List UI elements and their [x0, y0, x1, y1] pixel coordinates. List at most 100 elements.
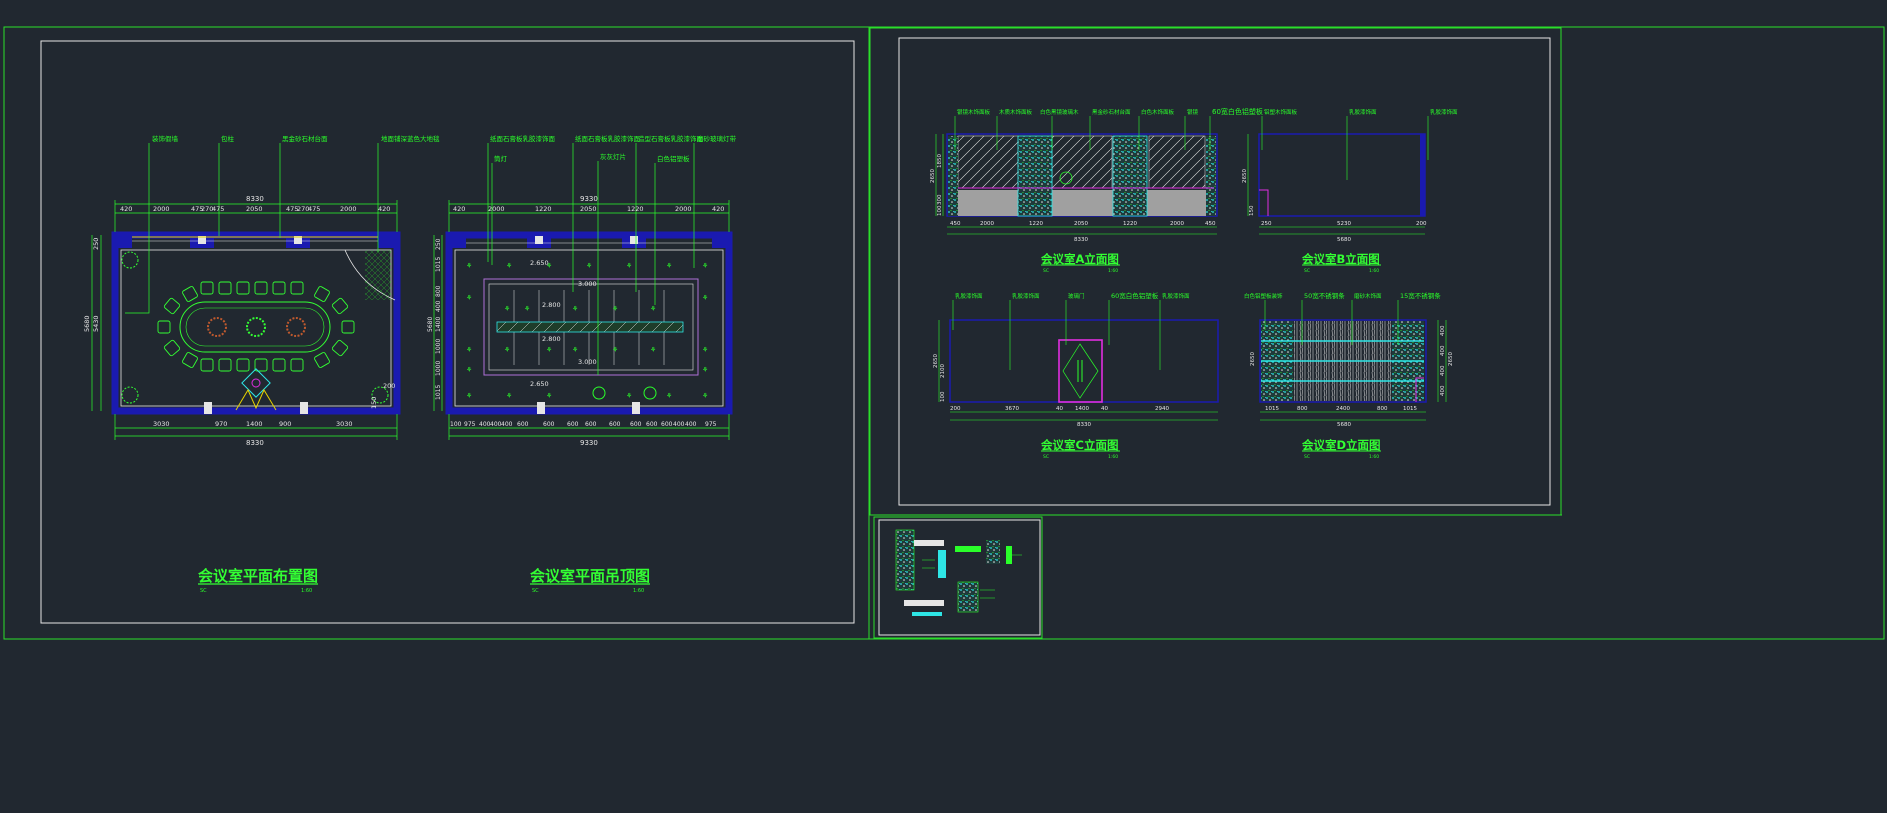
elev-a-stone [1206, 136, 1216, 216]
svg-text:⚘: ⚘ [612, 346, 618, 354]
dim-text: 970 [215, 420, 227, 428]
elev-c-dims: 200 3670 40 1400 40 2940 8330 2650 2100 … [933, 354, 1169, 428]
dim-text: 2050 [246, 205, 263, 213]
column [632, 402, 640, 414]
svg-text:⚘: ⚘ [702, 262, 708, 270]
elev-c-door [1058, 339, 1103, 403]
plan-label-decor-wall: 装饰假墙 [152, 134, 179, 143]
column-core [535, 236, 543, 244]
detail-section [938, 550, 946, 578]
elev-b-label: 铝塑木饰面板 [1264, 108, 1298, 116]
elev-a-title: 会议室A立面图 [1040, 252, 1119, 266]
detail-sheet-frame [873, 516, 1043, 639]
chairs [157, 281, 355, 372]
ceiling-label: 纸面石膏板乳胶漆饰面 [490, 134, 556, 143]
ceiling-label: 造型石膏板乳胶漆饰面 [638, 134, 704, 143]
svg-text:⚘: ⚘ [504, 346, 510, 354]
elev-d-sheet-code: SC [1304, 454, 1310, 460]
dim-text: 900 [279, 420, 291, 428]
plan-label-column-wrap: 包柱 [221, 134, 235, 143]
dim-text: 2650 [933, 354, 939, 368]
right-sheet-frame [869, 27, 1562, 516]
column [378, 232, 398, 248]
elev-a-label: 白色黑镜玻璃木 [1040, 108, 1079, 116]
svg-text:⚘: ⚘ [626, 392, 632, 400]
dim-text: 600 [543, 421, 555, 428]
dim-text: 1400 [435, 317, 442, 332]
elev-a-scale: 1:60 [1108, 268, 1118, 274]
elev-d-label: 50宽不锈钢条 [1304, 291, 1345, 300]
elev-a-labels: 银镜木饰面板 木质木饰面板 白色黑镜玻璃木 黑金砂石材台面 白色木饰面板 银镜 … [957, 107, 1263, 116]
dim-text: 600 [567, 421, 579, 428]
ceiling-label: 白色铝塑板 [657, 154, 690, 163]
elevation-d: 白色铝塑板装饰 50宽不锈钢条 磨砂木饰面 15宽不锈钢条 1015 800 2… [1244, 291, 1454, 460]
dim-text: 2400 [1336, 406, 1350, 412]
plan-overall-dim-top: 8330 [246, 195, 264, 203]
elev-a-panel [1051, 135, 1113, 189]
dim-text: 300 [937, 194, 943, 205]
elev-a-stone [948, 136, 958, 216]
elev-d-label: 15宽不锈钢条 [1400, 291, 1441, 300]
column [537, 402, 545, 414]
dim-text: 5680 [427, 317, 434, 332]
dim-text: 1220 [535, 205, 552, 213]
elev-d-skirting [1415, 377, 1424, 402]
elev-b-label: 乳胶漆饰面 [1349, 108, 1377, 116]
dim-text: 200 [383, 382, 395, 390]
dim-text: 400 [490, 421, 502, 428]
svg-text:⚘: ⚘ [626, 262, 632, 270]
svg-text:⚘: ⚘ [650, 305, 656, 313]
dim-text: 1220 [1029, 221, 1043, 227]
dim-text: 420 [453, 205, 465, 213]
ceiling-inner-room [454, 249, 724, 407]
entry-door [235, 368, 277, 411]
dim-text: 600 [609, 421, 621, 428]
elev-d-label: 白色铝塑板装饰 [1244, 292, 1283, 300]
elev-c-scale: 1:60 [1108, 454, 1118, 460]
svg-text:⚘: ⚘ [506, 262, 512, 270]
elev-a-fixture [1059, 171, 1073, 185]
elev-d-scale: 1:60 [1369, 454, 1379, 460]
svg-text:⚘: ⚘ [702, 294, 708, 302]
elev-b-scale: 1:60 [1369, 268, 1379, 274]
ceiling-dimension-lines [433, 200, 730, 440]
dim-text: 270 [297, 205, 309, 213]
svg-text:⚘: ⚘ [546, 346, 552, 354]
dim-text: 200 [950, 406, 961, 412]
plan-overall-dim-bottom: 8330 [246, 439, 264, 447]
dim-text: 400 [1440, 325, 1446, 336]
elev-b-label: 乳胶漆饰面 [1430, 108, 1458, 116]
dim-text: 3670 [1005, 406, 1019, 412]
ceiling-frame-inner [488, 283, 694, 371]
dim-text: 5680 [1337, 237, 1351, 243]
elev-a-label: 黑金砂石材台面 [1092, 108, 1131, 116]
ceiling-label: 灰灰灯片 [600, 152, 626, 161]
dim-text: 400 [1440, 365, 1446, 376]
plan-scale: 1:60 [301, 588, 312, 594]
elev-a-label: 银镜 [1187, 108, 1199, 116]
ceiling-scale: 1:60 [633, 588, 644, 594]
dim-text: 5430 [92, 315, 100, 332]
ceiling-leaders [487, 143, 695, 375]
ceiling-overall-dim-bottom: 9330 [580, 439, 598, 447]
table-flowers [207, 317, 306, 337]
ceiling-fixture [592, 386, 606, 400]
column-core [198, 236, 206, 244]
svg-text:⚘: ⚘ [506, 392, 512, 400]
detail-section [912, 612, 942, 616]
furniture-plan: 装饰假墙 包柱 黑金砂石材台面 地面铺深蓝色大地毯 8330 8330 420 … [83, 134, 440, 594]
dim-text: 400 [1440, 385, 1446, 396]
dim-text: 600 [646, 421, 658, 428]
plan-title: 会议室平面布置图 [198, 567, 318, 585]
dim-text: 3030 [336, 420, 353, 428]
level-mark: 2.650 [530, 259, 549, 267]
elev-a-label: 木质木饰面板 [999, 108, 1033, 116]
elev-d-title: 会议室D立面图 [1301, 438, 1381, 452]
dim-text: 2000 [488, 205, 505, 213]
svg-text:⚘: ⚘ [572, 346, 578, 354]
elev-d-dims: 1015 800 2400 800 1015 5680 2650 2650 40… [1250, 325, 1454, 428]
dim-text: 1220 [1123, 221, 1137, 227]
dim-text: 400 [685, 421, 697, 428]
dim-text: 475 [212, 205, 224, 213]
